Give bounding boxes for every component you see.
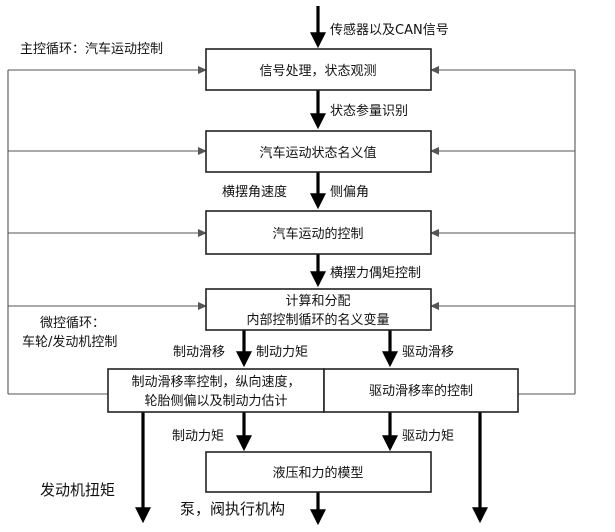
brake-force-top-label: 制动力矩 <box>256 345 308 360</box>
box-nominal-values: 汽车运动状态名义值 <box>205 130 432 173</box>
box-motion-control-label: 汽车运动的控制 <box>272 226 363 242</box>
drive-slip-label: 驱动滑移 <box>402 345 454 360</box>
box-signal-processing: 信号处理，状态观测 <box>205 48 432 91</box>
main-loop-lines <box>7 66 576 395</box>
box-compute-distribute-label-1: 计算和分配 <box>285 294 350 309</box>
box-hydraulic-model-label: 液压和力的模型 <box>272 465 363 481</box>
yaw-rate-label: 横摆角速度 <box>222 184 287 200</box>
box-drive-slip-label: 驱动滑移率的控制 <box>369 383 473 399</box>
yaw-moment-control-label: 横摆力偶矩控制 <box>330 266 421 281</box>
box-compute-distribute-label-2: 内部控制循环的名义变量 <box>246 312 389 328</box>
box-drive-slip-control: 驱动滑移率的控制 <box>323 368 519 413</box>
box-motion-control: 汽车运动的控制 <box>205 210 432 255</box>
box-compute-distribute: 计算和分配 内部控制循环的名义变量 <box>205 288 432 331</box>
brake-slip-label: 制动滑移 <box>173 345 225 360</box>
box-brake-slip-control: 制动滑移率控制，纵向速度， 轮胎侧偏以及制动力估计 <box>107 368 325 413</box>
sideslip-angle-label: 侧偏角 <box>330 185 369 200</box>
top-input-label: 传感器以及CAN信号 <box>330 22 449 38</box>
pump-valve-label: 泵，阀执行机构 <box>180 500 285 518</box>
box-hydraulic-model: 液压和力的模型 <box>205 451 432 493</box>
main-loop-label: 主控循环：汽车运动控制 <box>20 41 163 57</box>
box-brake-slip-label-1: 制动滑移率控制，纵向速度， <box>131 374 300 390</box>
flow-arrows <box>135 6 488 526</box>
brake-force-bottom-label: 制动力矩 <box>172 429 224 444</box>
micro-loop-label-1: 微控循环： <box>40 316 105 331</box>
box-brake-slip-label-2: 轮胎侧偏以及制动力估计 <box>144 394 287 409</box>
engine-torque-label: 发动机扭矩 <box>40 481 115 499</box>
state-param-id-label: 状态参量识别 <box>330 103 408 119</box>
drive-torque-label: 驱动力矩 <box>402 429 454 444</box>
micro-loop-label-2: 车轮/发动机控制 <box>22 334 117 350</box>
box-signal-processing-label: 信号处理，状态观测 <box>259 64 376 79</box>
box-nominal-values-label: 汽车运动状态名义值 <box>259 145 376 161</box>
